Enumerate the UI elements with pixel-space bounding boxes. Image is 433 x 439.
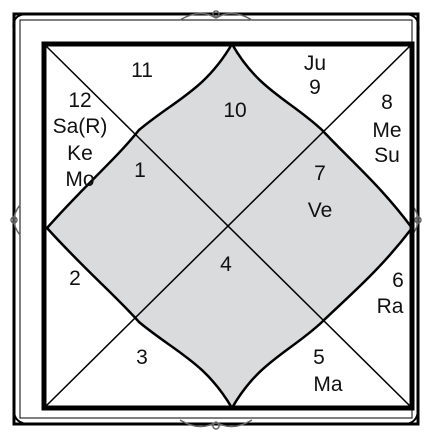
house-6-number: 6 bbox=[392, 270, 404, 292]
house-2-number: 2 bbox=[69, 268, 81, 290]
planet-moon: Mo bbox=[65, 169, 94, 191]
planet-rahu: Ra bbox=[377, 296, 404, 318]
planet-mercury: Me bbox=[372, 120, 401, 142]
house-12-number: 12 bbox=[68, 90, 91, 112]
planet-mars: Ma bbox=[313, 374, 342, 396]
planet-venus: Ve bbox=[308, 200, 333, 222]
house-11-number: 11 bbox=[131, 60, 153, 82]
planet-saturn-retro: Sa(R) bbox=[53, 116, 108, 138]
house-5-number: 5 bbox=[313, 347, 325, 369]
planet-sun: Su bbox=[374, 145, 400, 167]
house-3-number: 3 bbox=[136, 347, 148, 369]
planet-jupiter: Ju bbox=[304, 53, 326, 75]
house-8-number: 8 bbox=[381, 92, 393, 114]
house-9-number: 9 bbox=[309, 77, 321, 99]
house-7-number: 7 bbox=[314, 163, 326, 185]
house-10-number: 10 bbox=[223, 100, 246, 122]
house-1-number: 1 bbox=[134, 160, 146, 182]
house-4-number: 4 bbox=[220, 254, 232, 276]
planet-ketu: Ke bbox=[67, 143, 93, 165]
